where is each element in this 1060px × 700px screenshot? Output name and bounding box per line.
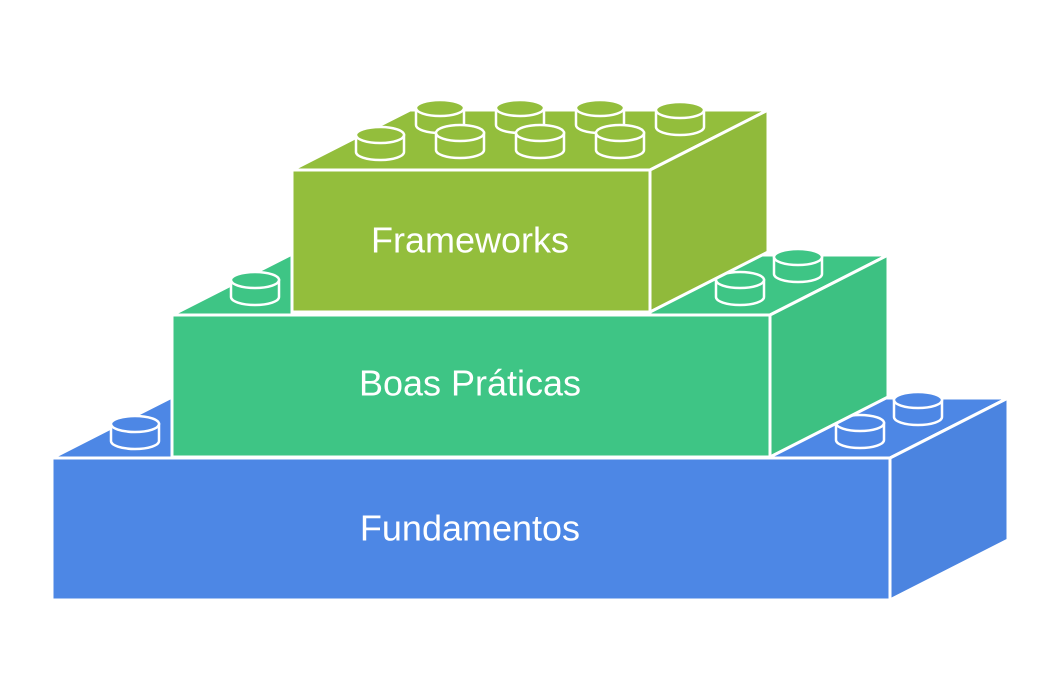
stud <box>892 390 944 427</box>
stud <box>514 123 566 160</box>
stud <box>594 123 646 160</box>
stud-top <box>772 247 824 267</box>
stud-top <box>892 390 944 410</box>
stud <box>834 413 886 450</box>
brick-front-face <box>50 456 892 602</box>
stud-top <box>574 98 626 118</box>
brick-front-face <box>170 313 772 459</box>
framework-brick <box>290 98 770 314</box>
stud <box>229 270 281 307</box>
stud <box>654 100 706 137</box>
stud <box>714 270 766 307</box>
stud-top <box>109 414 161 434</box>
stud <box>354 125 406 162</box>
practices-label: Boas Práticas <box>359 363 581 404</box>
stud <box>772 247 824 284</box>
fundamentals-label: Fundamentos <box>360 508 580 549</box>
stud-top <box>654 100 706 120</box>
stud-top <box>594 123 646 143</box>
stud-top <box>514 123 566 143</box>
stud <box>434 123 486 160</box>
stud-top <box>354 125 406 145</box>
stud-top <box>414 98 466 118</box>
stud-top <box>229 270 281 290</box>
stud-top <box>434 123 486 143</box>
framework-label: Frameworks <box>371 220 569 261</box>
stud-top <box>494 98 546 118</box>
stud <box>109 414 161 451</box>
brick-front-face <box>290 168 652 314</box>
